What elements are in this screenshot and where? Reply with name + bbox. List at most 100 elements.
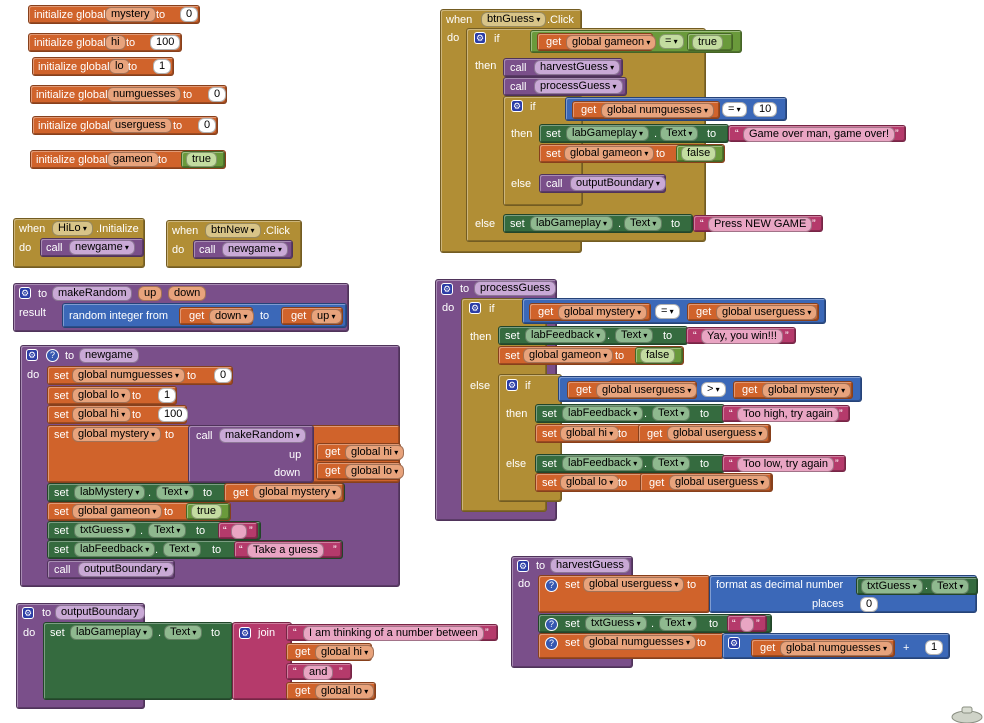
call-processguess-block[interactable]: call processGuess ▾ (503, 77, 627, 96)
add-block[interactable]: ⚙ get global numguesses ▾ + 1 (722, 633, 950, 659)
component-dropdown[interactable]: btnGuess ▾ (481, 12, 547, 27)
set-lo-block[interactable]: set global lo ▾ to 1 (47, 386, 177, 405)
procedure-dropdown[interactable]: newgame ▾ (69, 240, 135, 255)
help-icon[interactable]: ? (46, 349, 59, 362)
procedure-dropdown[interactable]: outputBoundary ▾ (570, 176, 666, 191)
var-dropdown[interactable]: global lo ▾ (315, 684, 375, 699)
component-dropdown[interactable]: txtGuess ▾ (74, 523, 136, 538)
get-up-block[interactable]: get up ▾ (281, 307, 343, 325)
get-global-numguesses-block[interactable]: get global numguesses ▾ (572, 101, 720, 119)
init-global-numguesses[interactable]: initialize global numguesses to 0 (30, 85, 227, 104)
var-name-field[interactable]: hi (105, 35, 126, 50)
text-string-block[interactable]: “ ” (218, 522, 258, 539)
init-global-mystery[interactable]: initialize global mystery to 0 (28, 5, 200, 24)
boolean-field[interactable]: true (692, 35, 723, 50)
property-dropdown[interactable]: Text ▾ (931, 579, 970, 594)
text-field[interactable]: Yay, you win!!! (701, 329, 783, 344)
set-labgameplay-text-block[interactable]: set labGameplay ▾ . Text ▾ to (503, 214, 693, 233)
text-field[interactable] (740, 617, 754, 632)
component-dropdown[interactable]: labFeedback ▾ (562, 456, 644, 471)
var-name-field[interactable]: gameon (107, 152, 159, 167)
text-field[interactable]: and (303, 665, 334, 680)
component-dropdown[interactable]: labFeedback ▾ (562, 406, 644, 421)
text-field[interactable]: Take a guess (247, 543, 324, 558)
number-field[interactable]: 0 (198, 118, 217, 133)
var-dropdown[interactable]: global userguess ▾ (669, 475, 771, 490)
var-dropdown[interactable]: global hi ▾ (315, 645, 375, 660)
gear-icon[interactable]: ⚙ (511, 100, 523, 112)
var-dropdown[interactable]: global userguess ▾ (583, 577, 685, 592)
text-field[interactable]: Too low, try again (737, 457, 834, 472)
set-labfeedback-text-block[interactable]: set labFeedback ▾ . Text ▾ to (535, 404, 725, 423)
property-dropdown[interactable]: Text ▾ (652, 406, 691, 421)
init-global-lo[interactable]: initialize global lo to 1 (32, 57, 174, 76)
procedure-makerandom[interactable]: ⚙ to makeRandom up down result random in… (13, 283, 349, 332)
compare-mystery-block[interactable]: get global mystery ▾ = ▾ get global user… (522, 298, 826, 324)
text-string-block[interactable]: “ Press NEW GAME ” (693, 215, 823, 232)
compare-numguesses-block[interactable]: get global numguesses ▾ = ▾ 10 (565, 97, 787, 121)
get-global-lo-block[interactable]: get global lo ▾ (286, 682, 376, 700)
var-dropdown[interactable]: global numguesses ▾ (72, 368, 186, 383)
text-string-block[interactable]: “ Too low, try again ” (722, 455, 846, 472)
var-dropdown[interactable]: global gameon ▾ (523, 348, 614, 363)
number-field[interactable]: 0 (860, 597, 879, 612)
var-dropdown[interactable]: global gameon ▾ (72, 504, 163, 519)
procedure-name-field[interactable]: harvestGuess (550, 558, 630, 573)
procedure-name-field[interactable]: newgame (79, 348, 139, 363)
number-field[interactable]: 1 (158, 388, 177, 403)
logic-true-block[interactable]: true (186, 503, 230, 520)
component-dropdown[interactable]: labGameplay ▾ (566, 126, 650, 141)
var-dropdown[interactable]: global gameon ▾ (566, 35, 657, 50)
var-dropdown[interactable]: global hi ▾ (560, 426, 620, 441)
var-dropdown[interactable]: global lo ▾ (345, 464, 405, 479)
text-string-block[interactable]: “ Game over man, game over! ” (728, 125, 906, 142)
set-labfeedback-text-block[interactable]: set labFeedback ▾ . Text ▾ to “ Take a g… (47, 540, 343, 559)
call-outputboundary-block[interactable]: call outputBoundary ▾ (539, 174, 666, 193)
var-dropdown[interactable]: global numguesses ▾ (601, 103, 715, 118)
procedure-dropdown[interactable]: outputBoundary ▾ (78, 562, 174, 577)
property-dropdown[interactable]: Text ▾ (660, 126, 699, 141)
var-dropdown[interactable]: global userguess ▾ (596, 383, 698, 398)
var-dropdown[interactable]: global numguesses ▾ (780, 641, 894, 656)
operator-dropdown[interactable]: = ▾ (722, 102, 747, 117)
call-makerandom-block[interactable]: call makeRandom ▾ up down (188, 425, 314, 483)
set-lo-block[interactable]: set global lo ▾ to get global userguess … (535, 473, 773, 492)
var-name-field[interactable]: userguess (109, 118, 172, 133)
text-field[interactable] (231, 524, 247, 539)
number-field[interactable]: 0 (180, 7, 198, 22)
set-labgameplay-text-block[interactable]: set labGameplay ▾ . Text ▾ to (539, 124, 729, 143)
logic-false-block[interactable]: false (676, 145, 724, 162)
text-string-block[interactable]: “ and ” (286, 663, 352, 680)
operator-dropdown[interactable]: > ▾ (701, 382, 726, 397)
get-global-mystery-block[interactable]: get global mystery ▾ (224, 483, 344, 502)
property-dropdown[interactable]: Text ▾ (164, 625, 203, 640)
text-string-block[interactable]: “ ” (727, 615, 767, 632)
var-dropdown[interactable]: up ▾ (311, 309, 342, 324)
var-dropdown[interactable]: global mystery ▾ (558, 305, 648, 320)
text-string-block[interactable]: “ I am thinking of a number between ” (286, 624, 498, 641)
text-field[interactable]: I am thinking of a number between (303, 626, 484, 641)
boolean-field[interactable]: false (681, 146, 717, 161)
var-dropdown[interactable]: global mystery ▾ (72, 427, 162, 442)
get-global-mystery-block[interactable]: get global mystery ▾ (529, 303, 651, 321)
var-dropdown[interactable]: global userguess ▾ (667, 426, 769, 441)
component-dropdown[interactable]: labFeedback ▾ (525, 328, 607, 343)
set-mystery-block[interactable]: set global mystery ▾ to call makeRandom … (47, 425, 405, 483)
param-down[interactable]: down (168, 286, 207, 301)
var-dropdown[interactable]: global lo ▾ (560, 475, 620, 490)
operator-dropdown[interactable]: = ▾ (655, 304, 680, 319)
set-txtguess-text-block[interactable]: set txtGuess ▾ . Text ▾ to “ ” (47, 521, 261, 540)
property-dropdown[interactable]: Text ▾ (163, 542, 202, 557)
component-dropdown[interactable]: labMystery ▾ (74, 485, 146, 500)
property-dropdown[interactable]: Text ▾ (659, 616, 698, 631)
procedure-name-field[interactable]: makeRandom (52, 286, 133, 301)
var-dropdown[interactable]: global gameon ▾ (564, 146, 655, 161)
var-dropdown[interactable]: global numguesses ▾ (583, 635, 697, 650)
logic-false-block[interactable]: false (635, 347, 683, 364)
procedure-dropdown[interactable]: harvestGuess ▾ (534, 60, 621, 75)
get-global-userguess-block[interactable]: get global userguess ▾ (567, 381, 698, 399)
gear-icon[interactable]: ⚙ (728, 637, 740, 649)
number-field[interactable]: 100 (150, 35, 181, 50)
set-txtguess-text-block[interactable]: ? set txtGuess ▾ . Text ▾ to “ ” (538, 614, 772, 633)
gear-icon[interactable]: ⚙ (239, 627, 251, 639)
